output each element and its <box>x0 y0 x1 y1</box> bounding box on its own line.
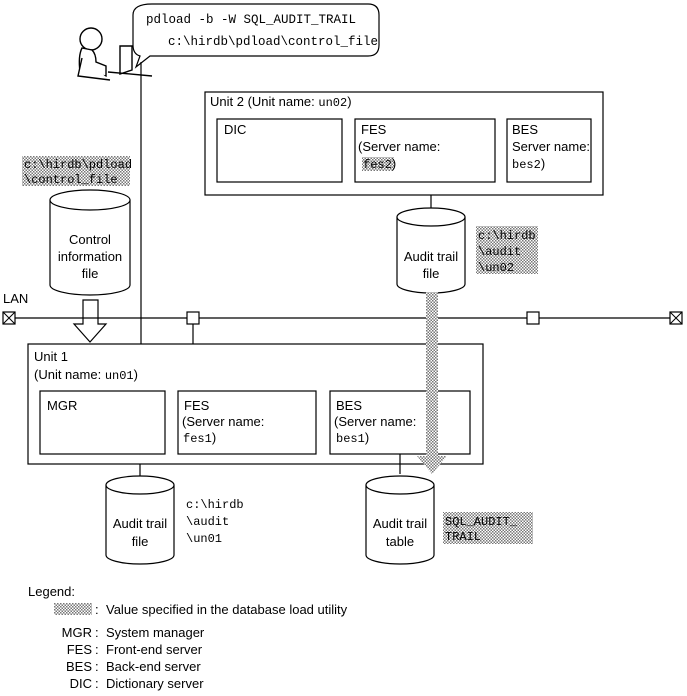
svg-text:file: file <box>132 534 149 549</box>
unit-2-title: Unit 2 (Unit name: un02) <box>210 94 352 110</box>
dotted-flow-arrow <box>417 292 447 474</box>
mgr-box <box>39 390 166 455</box>
unit-1-name: un01 <box>105 369 134 383</box>
unit-1-name-line: (Unit name: un01) <box>34 367 138 383</box>
control-file-path-1: c:\hirdb\pdload <box>24 158 132 172</box>
legend-key-3: BES <box>66 659 92 674</box>
lan-node-unit1 <box>186 311 200 325</box>
legend-pattern-swatch <box>54 603 92 615</box>
fes1-box <box>177 390 317 455</box>
command-bubble: pdload -b -W SQL_AUDIT_TRAIL c:\hirdb\pd… <box>132 3 380 69</box>
bes2-label: BES <box>512 122 538 137</box>
svg-text::: : <box>95 625 99 640</box>
bes1-server-prefix: (Server name: <box>334 414 416 429</box>
legend-key-1: MGR <box>62 625 92 640</box>
bes1-label: BES <box>336 398 362 413</box>
bes2-server: bes2) <box>512 156 545 172</box>
svg-text:Back-end server: Back-end server <box>106 659 201 674</box>
svg-text:System manager: System manager <box>106 625 205 640</box>
fes1-server-prefix: (Server name: <box>182 414 264 429</box>
mgr-label: MGR <box>47 398 77 413</box>
svg-text:Front-end server: Front-end server <box>106 642 203 657</box>
legend-key-4: DIC <box>70 676 92 691</box>
svg-text:c:\hirdb: c:\hirdb <box>186 498 244 512</box>
unit-1-title: Unit 1 <box>34 349 68 364</box>
lan-network: LAN <box>2 291 683 344</box>
control-file-arrow <box>72 299 108 343</box>
control-file-path-2: \control_file <box>24 173 118 187</box>
audit-file-1-cylinder: Audit trail file c:\hirdb \audit \un01 <box>105 464 244 565</box>
svg-text::: : <box>95 659 99 674</box>
svg-text:information: information <box>58 249 122 264</box>
audit-file-2-path-highlight <box>476 226 538 274</box>
unit-2-name: un02 <box>318 96 347 110</box>
svg-text:Dictionary server: Dictionary server <box>106 676 204 691</box>
bes2-server-prefix: Server name: <box>512 139 590 154</box>
svg-text:table: table <box>386 534 414 549</box>
audit-file-2-cylinder: Audit trail file c:\hirdb \audit \un02 <box>396 195 538 294</box>
command-line-1: pdload -b -W SQL_AUDIT_TRAIL <box>146 13 356 27</box>
svg-text::: : <box>95 602 99 617</box>
unit-2: Unit 2 (Unit name: un02) DIC FES (Server… <box>204 91 604 196</box>
svg-text:TRAIL: TRAIL <box>445 530 481 544</box>
fes1-label: FES <box>184 398 210 413</box>
legend-title: Legend: <box>28 584 75 599</box>
svg-text:file: file <box>423 266 440 281</box>
control-file-cylinder: c:\hirdb\pdload \control_file Control in… <box>22 156 132 296</box>
lan-node-unit2 <box>526 311 540 325</box>
svg-text:Audit trail: Audit trail <box>113 516 167 531</box>
svg-text:c:\hirdb: c:\hirdb <box>478 229 536 243</box>
dic-label: DIC <box>224 122 246 137</box>
command-line-2: c:\hirdb\pdload\control_file <box>168 35 378 49</box>
svg-text::: : <box>95 642 99 657</box>
unit-1: Unit 1 (Unit name: un01) MGR FES (Server… <box>27 343 484 465</box>
dic-box <box>216 118 343 183</box>
fes1-server: fes1) <box>183 430 216 446</box>
svg-text:SQL_AUDIT_: SQL_AUDIT_ <box>445 515 518 529</box>
audit-table-cylinder: Audit trail table SQL_AUDIT_ TRAIL <box>365 454 533 565</box>
fes2-box <box>354 118 496 183</box>
svg-text:file: file <box>82 266 99 281</box>
svg-text:Audit trail: Audit trail <box>373 516 427 531</box>
svg-text:\audit: \audit <box>186 515 229 529</box>
svg-text:Audit trail: Audit trail <box>404 249 458 264</box>
svg-text::: : <box>95 676 99 691</box>
svg-text:\un02: \un02 <box>478 261 514 275</box>
control-file-path-highlight <box>22 156 130 186</box>
bes1-box <box>329 390 471 455</box>
audit-table-name-highlight <box>443 512 533 544</box>
legend-desc-0: Value specified in the database load uti… <box>106 602 348 617</box>
legend: Legend: : Value specified in the databas… <box>28 584 348 691</box>
bes1-server: bes1) <box>336 430 369 446</box>
lan-label: LAN <box>3 291 28 306</box>
fes2-server: fes2) <box>363 156 396 172</box>
svg-text:\audit: \audit <box>478 245 521 259</box>
fes2-highlight <box>362 157 394 171</box>
fes2-label: FES <box>361 122 387 137</box>
svg-text:\un01: \un01 <box>186 532 222 546</box>
legend-key-2: FES <box>67 642 93 657</box>
svg-text:Control: Control <box>69 232 111 247</box>
user-icon <box>77 27 153 81</box>
bes2-box <box>506 118 592 183</box>
fes2-server-prefix: (Server name: <box>358 139 440 154</box>
